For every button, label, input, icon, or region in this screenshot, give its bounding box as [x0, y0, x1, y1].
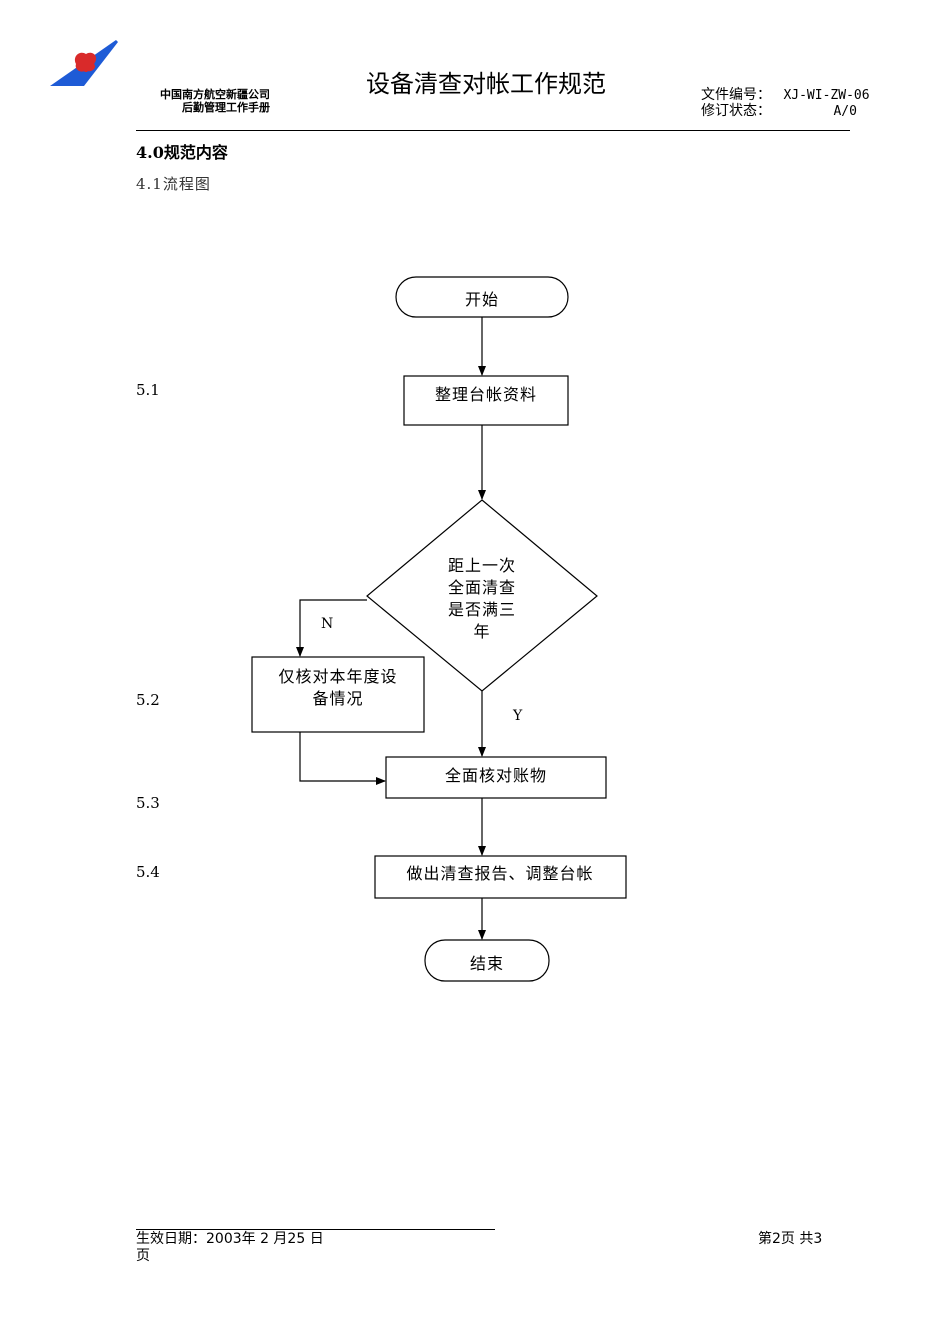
full-check-label: 全面核对账物	[445, 766, 547, 785]
organize-ledger-box	[403, 375, 569, 426]
check-current-year-box	[251, 656, 425, 733]
check-current-year-line-2: 备情况	[312, 689, 363, 708]
subheading: 4.1流程图	[136, 175, 211, 193]
step-number-5-2: 5.2	[136, 691, 160, 709]
doc-number-value: XJ-WI-ZW-06	[783, 88, 870, 103]
document-title: 设备清查对帐工作规范	[366, 70, 606, 98]
step-number-5-4: 5.4	[136, 863, 160, 881]
no-branch-label: N	[321, 616, 333, 632]
effective-date: 生效日期：2003年 2 月25 日 页	[136, 1231, 324, 1264]
end-label: 结束	[470, 954, 504, 973]
connector-current-year-full-check	[299, 732, 386, 785]
company-name: 中国南方航空新疆公司 后勤管理工作手册	[160, 88, 270, 114]
start-label: 开始	[465, 290, 499, 309]
end-terminator	[424, 939, 550, 982]
check-current-year-line-1: 仅核对本年度设	[278, 667, 397, 686]
full-check-box	[385, 756, 607, 799]
decision-line-4: 年	[473, 622, 490, 641]
report-box	[374, 855, 627, 899]
connector-decision-no	[296, 599, 367, 657]
yes-branch-label: Y	[512, 708, 523, 724]
report-label: 做出清查报告、调整台帐	[406, 864, 593, 883]
revision-label: 修订状态：	[701, 103, 771, 119]
revision-value: A/0	[833, 104, 857, 119]
section-heading: 4.0规范内容	[136, 143, 228, 162]
airline-logo-icon	[50, 40, 118, 86]
decision-line-3: 是否满三	[448, 600, 516, 619]
doc-number-label: 文件编号：	[701, 87, 771, 103]
revision-row: 修订状态： A/0	[701, 103, 857, 120]
footer-rule	[136, 1229, 495, 1230]
step-number-5-3: 5.3	[136, 794, 160, 812]
decision-line-2: 全面清查	[448, 578, 516, 597]
page-number: 第2页 共3	[758, 1231, 823, 1247]
organize-ledger-label: 整理台帐资料	[435, 385, 537, 404]
header-rule	[136, 130, 850, 131]
step-number-5-1: 5.1	[136, 381, 160, 399]
doc-number-row: 文件编号： XJ-WI-ZW-06	[701, 87, 870, 104]
decision-line-1: 距上一次	[448, 556, 516, 575]
